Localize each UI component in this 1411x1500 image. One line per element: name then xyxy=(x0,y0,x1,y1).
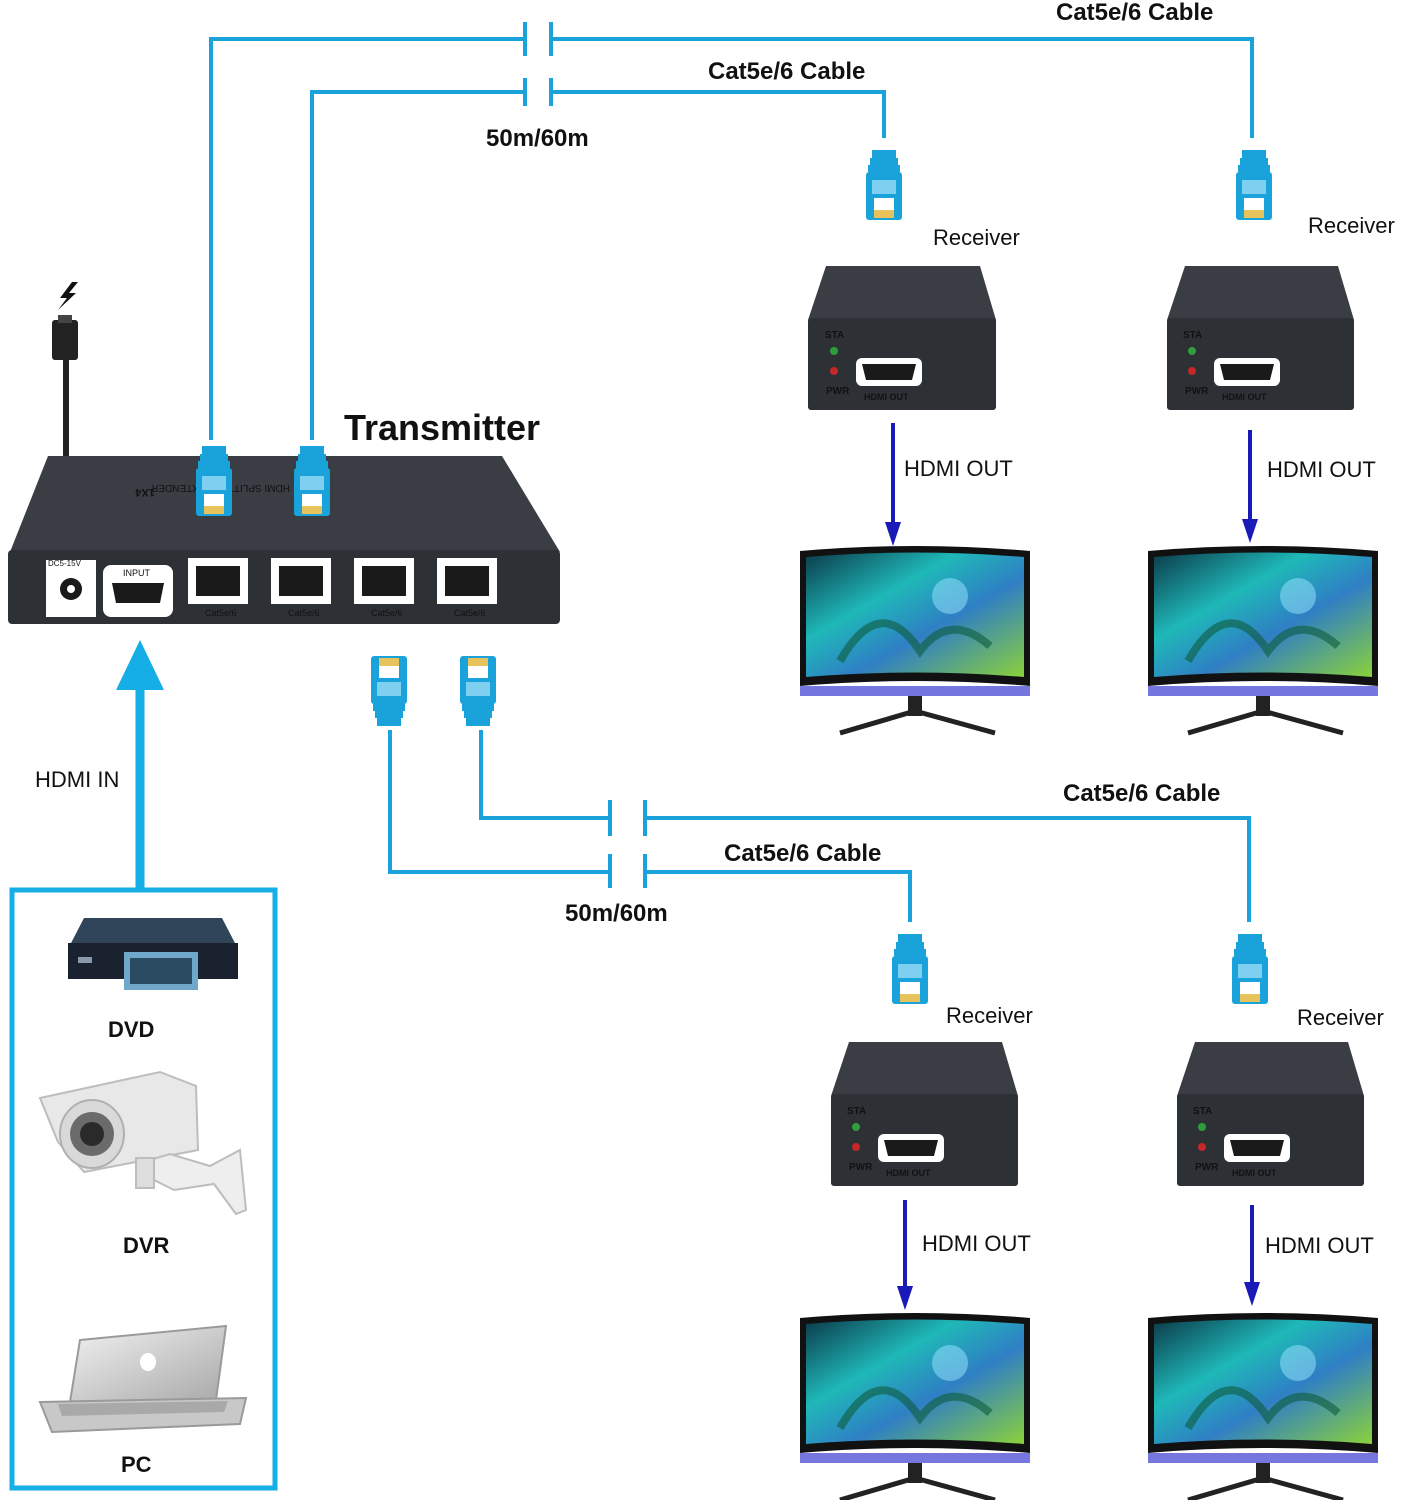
power-port-label: DC5-15V xyxy=(48,559,82,568)
rj45-port-2: Cat5e/6 xyxy=(271,558,331,618)
receiver-3-label: Receiver xyxy=(946,1003,1033,1028)
dvd-player-icon xyxy=(68,918,238,990)
bottom-cable-label-2: Cat5e/6 Cable xyxy=(724,840,881,867)
monitor-4 xyxy=(1148,1313,1378,1500)
rj45-connector-rx-1 xyxy=(866,150,902,220)
receiver-1-label: Receiver xyxy=(933,225,1020,250)
top-cable-label-2: Cat5e/6 Cable xyxy=(708,58,865,85)
rj45-connector-tx-2 xyxy=(294,446,330,516)
hdmi-in-label: HDMI IN xyxy=(35,767,119,792)
rj45-port-4: Cat5e/6 xyxy=(437,558,497,618)
bottom-cable-break-marks xyxy=(608,800,647,888)
port-label-2: Cat5e/6 xyxy=(288,608,320,618)
receiver-2-pwr: PWR xyxy=(1185,386,1209,397)
monitor-3 xyxy=(800,1313,1030,1500)
transmitter-mode-text: 1X4 xyxy=(135,486,155,498)
top-cable-run xyxy=(209,37,1254,440)
top-cable-break-marks xyxy=(523,22,553,106)
receiver-2-output: HDMI OUT xyxy=(1267,457,1376,482)
receiver-2-sta: STA xyxy=(1183,330,1202,341)
rj45-connector-rx-4 xyxy=(1232,934,1268,1004)
laptop-icon xyxy=(38,1324,248,1434)
receiver-4-port: HDMI OUT xyxy=(1232,1168,1277,1178)
source-label-dvr: DVR xyxy=(123,1233,170,1258)
port-label-4: Cat5e/6 xyxy=(454,608,486,618)
receiver-2-port: HDMI OUT xyxy=(1222,392,1267,402)
monitor-2 xyxy=(1148,546,1378,733)
receiver-3-sta: STA xyxy=(847,1106,866,1117)
source-devices-box xyxy=(9,887,278,1491)
security-camera-icon xyxy=(38,1070,248,1216)
top-distance-label: 50m/60m xyxy=(486,125,589,152)
source-label-pc: PC xyxy=(121,1452,152,1477)
rj45-connector-tx-3 xyxy=(371,656,407,726)
receiver-4-pwr: PWR xyxy=(1195,1162,1219,1173)
top-cable-label-1: Cat5e/6 Cable xyxy=(1056,0,1213,26)
input-port-label: INPUT xyxy=(123,568,151,578)
transmitter-title: Transmitter xyxy=(344,407,540,448)
source-label-dvd: DVD xyxy=(108,1017,154,1042)
rj45-port-3: Cat5e/6 xyxy=(354,558,414,618)
monitor-1 xyxy=(800,546,1030,733)
receiver-1-output: HDMI OUT xyxy=(904,456,1013,481)
lightning-icon xyxy=(58,282,78,310)
rj45-connector-rx-2 xyxy=(1236,150,1272,220)
receiver-4: Receiver STA PWR HDMI OUT HDMI OUT xyxy=(1148,934,1384,1500)
receiver-1-pwr: PWR xyxy=(826,386,850,397)
receiver-4-output: HDMI OUT xyxy=(1265,1233,1374,1258)
rj45-connector-rx-3 xyxy=(892,934,928,1004)
receiver-2: Receiver STA PWR HDMI OUT HDMI OUT xyxy=(1148,150,1395,733)
bottom-distance-label: 50m/60m xyxy=(565,900,668,927)
transmitter-device: HDMI SPLITTER / EXTENDER 1X4 DC5-15V INP… xyxy=(8,456,560,624)
receiver-1-sta: STA xyxy=(825,330,844,341)
hdmi-in-arrow xyxy=(116,640,164,890)
receiver-4-sta: STA xyxy=(1193,1106,1212,1117)
port-label-3: Cat5e/6 xyxy=(371,608,403,618)
receiver-1-port: HDMI OUT xyxy=(864,392,909,402)
bottom-cable-label-1: Cat5e/6 Cable xyxy=(1063,780,1220,807)
receiver-1: Receiver STA PWR HDMI OUT HDMI OUT xyxy=(800,150,1030,733)
port-label-1: Cat5e/6 xyxy=(205,608,237,618)
receiver-3-port: HDMI OUT xyxy=(886,1168,931,1178)
receiver-4-label: Receiver xyxy=(1297,1005,1384,1030)
rj45-connector-tx-1 xyxy=(196,446,232,516)
bottom-cable-run xyxy=(388,730,1251,922)
receiver-3: Receiver STA PWR HDMI OUT HDMI OUT xyxy=(800,934,1033,1500)
rj45-port-1: Cat5e/6 xyxy=(188,558,248,618)
rj45-connector-tx-4 xyxy=(460,656,496,726)
receiver-3-pwr: PWR xyxy=(849,1162,873,1173)
receiver-3-output: HDMI OUT xyxy=(922,1231,1031,1256)
receiver-2-label: Receiver xyxy=(1308,213,1395,238)
